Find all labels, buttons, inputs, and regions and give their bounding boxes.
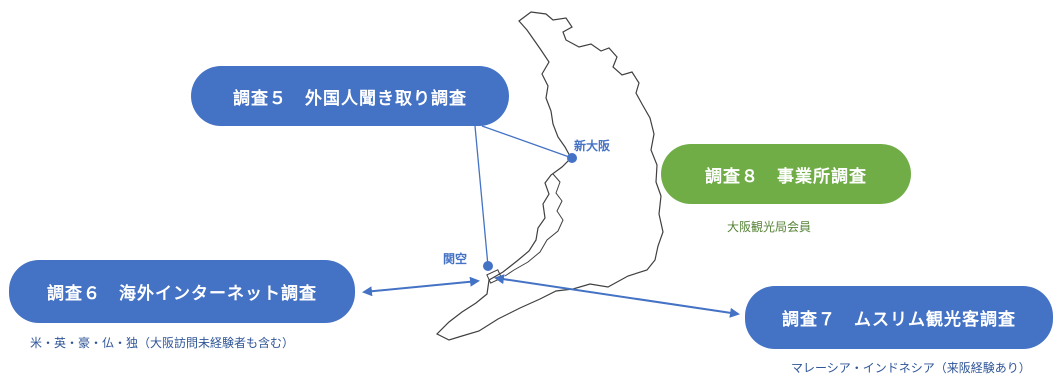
survey-8-note: 大阪観光局会員 [727, 220, 812, 234]
connector-s5-kanku [474, 125, 489, 267]
survey-7-note: マレーシア・インドネシア（来阪経験あり） [791, 361, 1031, 375]
survey-7-box: 調査７ ムスリム観光客調査 [745, 286, 1053, 349]
survey-8-box: 調査８ 事業所調査 [661, 144, 911, 204]
survey-6-note: 米・英・豪・仏・独（大阪訪問未経験者も含む） [30, 336, 295, 350]
shin-osaka-marker [567, 153, 577, 163]
kanku-marker [483, 261, 493, 271]
survey-6-box: 調査６ 海外インターネット調査 [9, 260, 355, 323]
kanku-label: 関空 [443, 252, 468, 266]
arrow-s6-kanku [362, 276, 480, 297]
survey-5-box: 調査５ 外国人聞き取り調査 [191, 66, 509, 126]
shin-osaka-label: 新大阪 [574, 139, 611, 153]
arrow-kanku-s7 [494, 274, 740, 318]
osaka-coastline-detail [504, 173, 564, 277]
connector-s5-shin-osaka [481, 125, 573, 159]
osaka-map-outline [435, 11, 664, 341]
